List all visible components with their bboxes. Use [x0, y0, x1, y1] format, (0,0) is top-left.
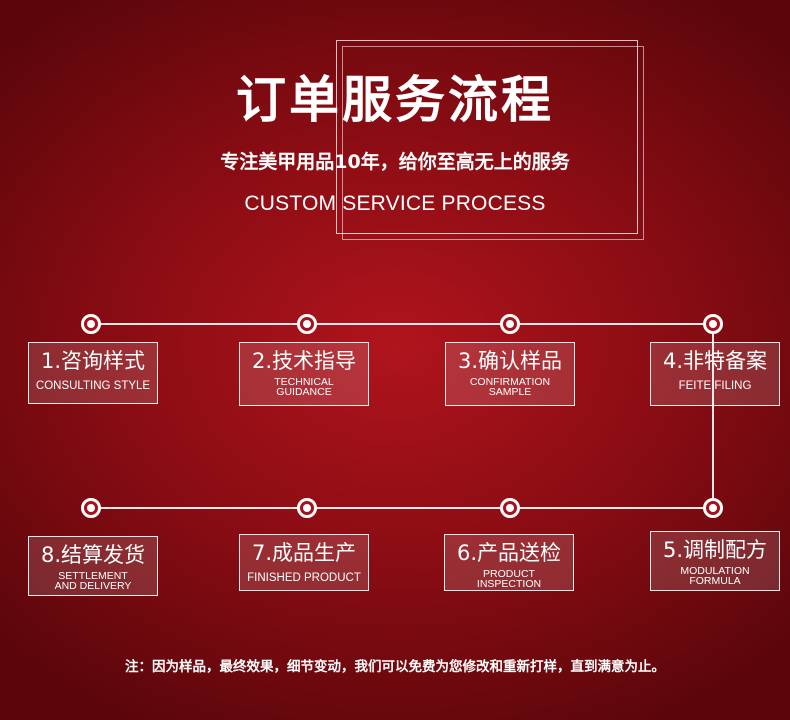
step-title: 6.产品送检: [456, 541, 562, 565]
timeline-dot-icon: [297, 498, 317, 518]
step-card-finished-product: 7.成品生产 FINISHED PRODUCT: [239, 534, 369, 591]
page-title: 订单服务流程: [236, 71, 554, 129]
step-card-product-inspection: 6.产品送检 PRODUCT INSPECTION: [444, 534, 574, 591]
step-title: 5.调制配方: [662, 538, 768, 562]
step-subtitle: FINISHED PRODUCT: [247, 572, 361, 584]
step-title: 7.成品生产: [251, 541, 357, 565]
connector-line-right: [712, 324, 714, 508]
timeline-dot-icon: [500, 498, 520, 518]
connector-line-top: [91, 323, 713, 325]
step-subtitle: MODULATION FORMULA: [680, 565, 750, 587]
step-title: 1.咨询样式: [40, 349, 146, 373]
timeline-dot-icon: [297, 314, 317, 334]
english-title: CUSTOM SERVICE PROCESS: [244, 192, 546, 215]
step-subtitle: FEITE FILING: [678, 380, 752, 392]
timeline-dot-icon: [703, 498, 723, 518]
timeline-dot-icon: [500, 314, 520, 334]
step-title: 4.非特备案: [662, 349, 768, 373]
step-subtitle: CONFIRMATION SAMPLE: [469, 376, 551, 398]
step-subtitle: CONSULTING STYLE: [35, 380, 151, 392]
decorative-frame-outer: [336, 40, 638, 234]
timeline-dot-icon: [81, 314, 101, 334]
step-card-feite-filing: 4.非特备案 FEITE FILING: [650, 342, 780, 406]
step-card-confirmation-sample: 3.确认样品 CONFIRMATION SAMPLE: [445, 342, 575, 406]
step-subtitle: SETTLEMENT AND DELIVERY: [54, 570, 132, 592]
step-card-technical-guidance: 2.技术指导 TECHNICAL GUIDANCE: [239, 342, 369, 406]
step-title: 3.确认样品: [457, 349, 563, 373]
step-card-modulation-formula: 5.调制配方 MODULATION FORMULA: [650, 531, 780, 591]
step-subtitle: TECHNICAL GUIDANCE: [274, 376, 334, 398]
step-subtitle: PRODUCT INSPECTION: [476, 568, 542, 590]
decorative-frame-inner: [342, 46, 644, 240]
timeline-dot-icon: [703, 314, 723, 334]
step-title: 8.结算发货: [40, 543, 146, 567]
timeline-dot-icon: [81, 498, 101, 518]
footer-note: 注：因为样品，最终效果，细节变动，我们可以免费为您修改和重新打样，直到满意为止。: [125, 659, 665, 675]
step-card-settlement-delivery: 8.结算发货 SETTLEMENT AND DELIVERY: [28, 536, 158, 596]
page-subtitle: 专注美甲用品10年，给你至高无上的服务: [220, 151, 570, 173]
step-card-consulting: 1.咨询样式 CONSULTING STYLE: [28, 342, 158, 404]
connector-line-bottom: [91, 507, 713, 509]
step-title: 2.技术指导: [251, 349, 357, 373]
